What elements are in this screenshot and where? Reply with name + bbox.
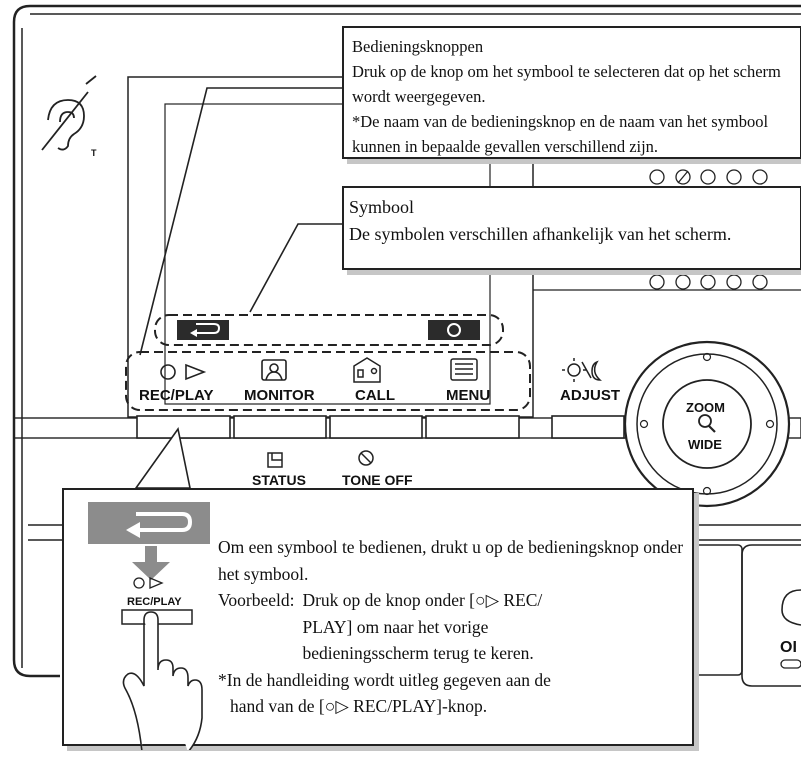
down-arrow-icon xyxy=(132,562,170,580)
rec-play-small-icon xyxy=(133,577,145,589)
example-line3: bedieningsscherm terug te keren. xyxy=(302,643,534,663)
callout-symbol-title: Symbool xyxy=(349,197,415,217)
adjust-button xyxy=(551,415,625,439)
callout-how-to-operate: REC/PLAY Om een symbool te bedienen, dru… xyxy=(62,488,694,750)
buttons-highlight-outline xyxy=(125,351,531,411)
circle-symbol-icon xyxy=(428,320,480,340)
call-button xyxy=(329,415,423,439)
callout-buttons-note: *De naam van de bedieningsknop en de naa… xyxy=(352,112,769,156)
example-label: Voorbeeld: xyxy=(218,590,295,610)
callout-buttons-text: Druk op de knop om het symbool te select… xyxy=(352,62,781,106)
screen-circle-row-top xyxy=(649,169,768,185)
monitor-button xyxy=(233,415,327,439)
buttons-leader-line xyxy=(139,87,342,356)
tone-off-label: TONE OFF xyxy=(342,472,413,488)
pressing-hand-icon xyxy=(122,611,203,750)
monitor-icon xyxy=(261,359,287,381)
wide-label: WIDE xyxy=(688,437,722,452)
hearing-loop-icon xyxy=(41,75,97,151)
back-symbol-icon xyxy=(177,320,229,340)
press-illustration: REC/PLAY xyxy=(88,502,210,750)
example-line2: PLAY] om naar het vorige xyxy=(302,616,489,637)
partial-button-text: OI xyxy=(780,639,797,656)
operate-line1: Om een symbool te bedienen, drukt u op d… xyxy=(218,537,684,584)
zoom-dial xyxy=(623,340,791,508)
rec-play-label: REC/PLAY xyxy=(139,387,213,404)
menu-button xyxy=(425,415,520,439)
adjust-label: ADJUST xyxy=(560,387,620,404)
callout-buttons-title: Bedieningsknoppen xyxy=(352,37,484,56)
callout-operate-text: Om een symbool te bedienen, drukt u op d… xyxy=(218,534,688,720)
callout-operation-buttons: Bedieningsknoppen Druk op de knop om het… xyxy=(342,26,801,159)
adjust-icon xyxy=(562,358,602,382)
status-label: STATUS xyxy=(252,472,306,488)
note-line2: hand van de [○▷ REC/PLAY]-knop. xyxy=(230,696,488,716)
symbol-highlight-outline xyxy=(154,314,504,346)
rec-play-button xyxy=(136,415,231,439)
callout-symbol: Symbool De symbolen verschillen afhankel… xyxy=(342,186,801,270)
menu-icon xyxy=(450,358,478,381)
menu-label: MENU xyxy=(446,387,490,404)
note-line1: *In de handleiding wordt uitleg gegeven … xyxy=(218,669,551,690)
monitor-label: MONITOR xyxy=(244,387,315,404)
zoom-magnifier-icon xyxy=(698,414,712,428)
example-row: Voorbeeld: Druk op de knop onder [○▷ REC… xyxy=(218,587,688,667)
call-label: CALL xyxy=(355,387,395,404)
screen-circle-row-bottom xyxy=(649,274,768,290)
callout-rec-play-label: REC/PLAY xyxy=(127,596,182,608)
callout-symbol-text: De symbolen verschillen afhankelijk van … xyxy=(349,224,732,244)
rec-play-icon xyxy=(160,363,207,381)
symbol-leader-line xyxy=(249,223,342,313)
status-icon xyxy=(267,452,283,468)
call-icon xyxy=(353,357,381,383)
zoom-label: ZOOM xyxy=(686,400,725,415)
example-line1: Druk op de knop onder [○▷ REC/ xyxy=(302,590,543,610)
hearing-t-label: T xyxy=(91,148,97,158)
tone-off-icon xyxy=(358,450,374,466)
